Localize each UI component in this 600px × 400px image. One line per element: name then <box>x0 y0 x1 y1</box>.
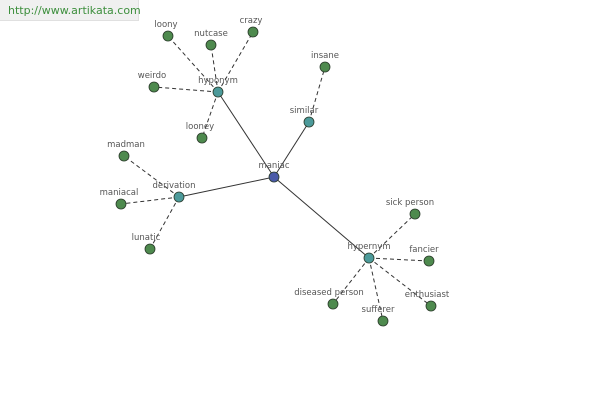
edge-derivation-maniacal <box>120 196 180 205</box>
label-nutcase: nutcase <box>194 29 228 39</box>
node-enthusiast[interactable] <box>425 300 437 312</box>
label-maniacal: maniacal <box>100 188 139 198</box>
node-hyponym[interactable] <box>212 86 224 98</box>
node-maniacal[interactable] <box>115 198 127 210</box>
node-weirdo[interactable] <box>148 81 160 93</box>
label-derivation: derivation <box>152 181 195 191</box>
node-nutcase[interactable] <box>205 39 217 51</box>
node-sick-person[interactable] <box>409 208 421 220</box>
edge-maniac-hypernym <box>273 176 370 259</box>
labels-layer: maniac hyponym loony nutcase crazy weirdo loon… <box>100 16 450 315</box>
node-madman[interactable] <box>118 150 130 162</box>
label-diseased-person: diseased person <box>294 288 364 298</box>
edge-hypernym-sick-person <box>368 213 416 259</box>
node-fancier[interactable] <box>423 255 435 267</box>
edge-hypernym-diseased-person <box>332 257 370 305</box>
node-sufferer[interactable] <box>377 315 389 327</box>
node-diseased-person[interactable] <box>327 298 339 310</box>
label-insane: insane <box>311 51 339 61</box>
edge-hyponym-looney <box>201 91 219 139</box>
label-sick-person: sick person <box>386 198 434 208</box>
label-crazy: crazy <box>240 16 263 26</box>
label-enthusiast: enthusiast <box>405 290 450 300</box>
node-loony[interactable] <box>162 30 174 42</box>
edge-hyponym-crazy <box>217 31 254 93</box>
node-maniac[interactable] <box>268 171 280 183</box>
label-sufferer: sufferer <box>362 305 395 315</box>
node-insane[interactable] <box>319 61 331 73</box>
edge-hypernym-sufferer <box>368 257 384 322</box>
watermark-link[interactable]: http://www.artikata.com <box>8 4 141 17</box>
label-lunatic: lunatic <box>132 233 161 243</box>
edge-maniac-hyponym <box>217 91 275 178</box>
nodes-layer <box>115 26 437 327</box>
edge-hypernym-fancier <box>368 257 430 262</box>
label-maniac: maniac <box>258 161 289 171</box>
edge-hyponym-weirdo <box>153 86 219 93</box>
node-hypernym[interactable] <box>363 252 375 264</box>
label-hypernym: hypernym <box>347 242 390 252</box>
edge-derivation-madman <box>123 155 180 198</box>
label-fancier: fancier <box>409 245 439 255</box>
node-crazy[interactable] <box>247 26 259 38</box>
edge-hyponym-loony <box>167 35 219 93</box>
label-madman: madman <box>107 140 145 150</box>
label-looney: looney <box>186 122 214 132</box>
node-similar[interactable] <box>303 116 315 128</box>
edge-hyponym-nutcase <box>210 44 219 93</box>
label-weirdo: weirdo <box>138 71 166 81</box>
edge-hypernym-enthusiast <box>368 257 432 307</box>
label-hyponym: hyponym <box>198 76 238 86</box>
node-looney[interactable] <box>196 132 208 144</box>
watermark-banner: http://www.artikata.com <box>0 0 141 21</box>
edges-layer <box>120 31 432 322</box>
label-similar: similar <box>290 106 319 116</box>
node-derivation[interactable] <box>173 191 185 203</box>
edge-maniac-similar <box>273 121 310 178</box>
edge-similar-insane <box>308 66 326 123</box>
edge-maniac-derivation <box>178 176 275 198</box>
label-loony: loony <box>154 20 177 30</box>
node-lunatic[interactable] <box>144 243 156 255</box>
edge-derivation-lunatic <box>149 196 180 250</box>
